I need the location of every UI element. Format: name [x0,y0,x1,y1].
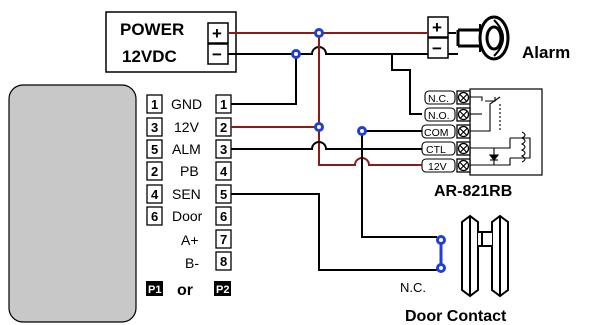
signal-label: A+ [181,232,199,248]
alarm-minus-sign: − [432,39,442,58]
p2-number: 7 [220,232,227,247]
wiring [228,32,458,271]
alarm-plus-terminal [427,16,449,38]
p1-number: 6 [151,209,158,224]
junction-dot [436,263,446,273]
relay-terminal-label: N.C. [428,93,449,105]
p1-number: 1 [151,97,158,112]
alarm-label: Alarm [522,43,570,62]
relay-model-label: AR-821RB [434,183,512,200]
p1-number: 2 [151,164,158,179]
reader-panel [8,84,137,323]
relay-12v-wire [318,127,422,166]
relay-terminal-label: 12V [428,161,447,173]
reader-terminals: 1 3 5 2 4 6 GND 12V ALM PB SEN Door A+ B… [146,94,232,299]
p1-number: 3 [151,120,158,135]
power-12v-wire [231,33,320,128]
p2-number: 1 [220,97,227,112]
p2-number: 5 [220,187,227,202]
signal-label: SEN [172,186,201,202]
power-label-line1: POWER [120,20,184,39]
power-plus-sign: + [212,24,222,43]
power-label-line2: 12VDC [122,47,177,66]
power-supply: POWER 12VDC + − [105,11,237,73]
power-minus-sign: − [212,45,222,64]
p2-number: 6 [220,209,227,224]
no-wire [391,54,422,115]
p1-tag [146,281,163,296]
p1-number: 4 [151,187,159,202]
sensor-wire [231,193,437,271]
p2-number: 2 [220,120,227,135]
signal-label: 12V [174,119,200,135]
door-contact-icon [461,214,509,298]
junctions [291,28,446,273]
junction-dot [291,49,301,59]
p1-tag-text: P1 [148,284,161,296]
signal-label: B- [185,255,199,271]
gnd-wire [231,54,297,105]
alarm-minus-terminal [427,37,449,59]
relay-terminal-label: COM [424,127,449,139]
signal-label: ALM [172,141,201,157]
siren-icon [456,15,510,61]
p2-tag [214,281,231,296]
relay-terminal-label: CTL [426,144,446,156]
or-label: or [177,282,193,299]
signal-label: PB [180,163,199,179]
negative-wire [228,46,428,55]
p1-number: 5 [151,142,158,157]
junction-dot [314,28,324,38]
p2-number: 8 [220,254,227,269]
junction-dot [314,122,324,132]
signal-label: Door [172,208,203,224]
relay-terminal-label: N.O. [428,110,450,122]
signal-label: GND [171,96,202,112]
p2-number: 3 [220,142,227,157]
alarm-plus-sign: + [432,18,442,37]
door-nc-label: N.C. [400,280,426,295]
p2-tag-text: P2 [216,284,229,296]
door-common-wire [361,131,437,238]
relay-module: N.C. N.O. COM CTL 12V [421,88,543,200]
alarm-terminals: + − [427,16,449,59]
junction-dot [436,235,446,245]
p2-number: 4 [220,164,228,179]
alarm-ctl-wire [231,141,422,150]
door-contact-label: Door Contact [405,308,507,325]
junction-dot [357,126,367,136]
